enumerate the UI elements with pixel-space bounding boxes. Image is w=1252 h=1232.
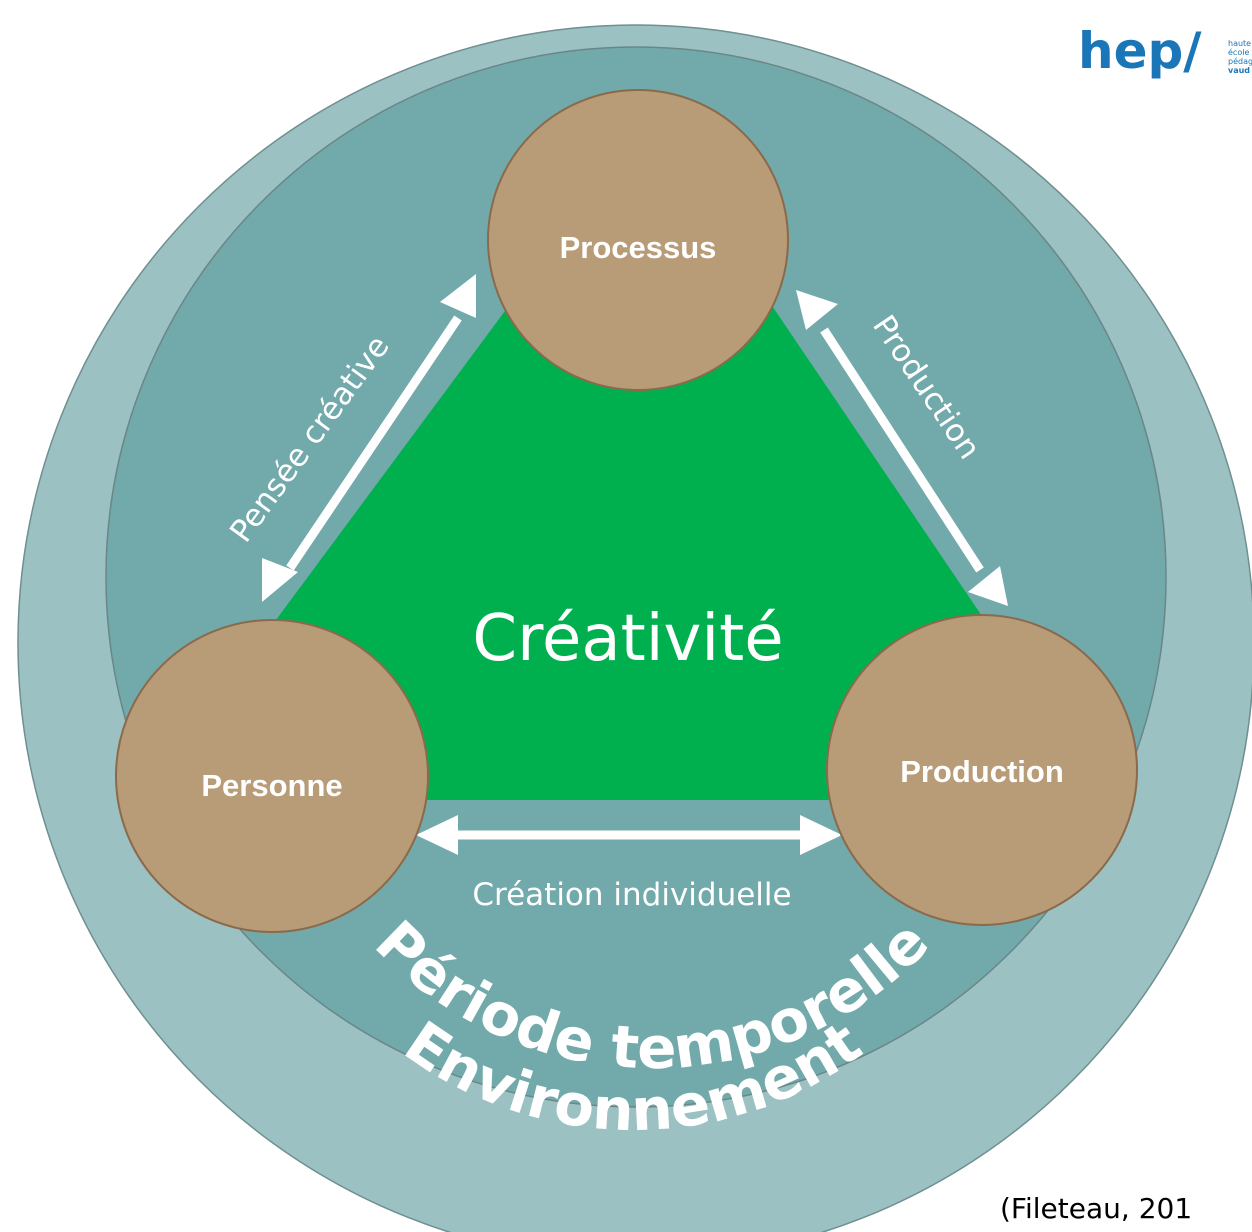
- edge-label-creation-individuelle: Création individuelle: [472, 877, 791, 913]
- hep-logo-line-4: vaud: [1228, 66, 1250, 75]
- node-personne-label: Personne: [201, 768, 342, 803]
- node-personne: [115, 619, 429, 933]
- node-production: [826, 614, 1138, 926]
- creativity-triangle: [270, 288, 986, 800]
- hep-logo-line-2: école: [1228, 47, 1249, 57]
- node-processus-label: Processus: [560, 230, 717, 265]
- center-label: Créativité: [472, 602, 783, 676]
- node-production-label: Production: [900, 754, 1064, 789]
- hep-logo-word: hep/: [1078, 22, 1202, 80]
- node-processus: [487, 89, 789, 391]
- arrow-production: [796, 290, 1008, 606]
- hep-logo-line-3: pédagogique: [1228, 56, 1252, 66]
- hep-logo: hep/ haute école pédagogique vaud: [1078, 22, 1252, 80]
- hep-logo-line-1: haute: [1228, 39, 1251, 48]
- arrow-creation-individuelle: [416, 815, 842, 855]
- citation: (Fileteau, 201: [1000, 1192, 1192, 1225]
- arrow-pensee-creative: [262, 274, 476, 602]
